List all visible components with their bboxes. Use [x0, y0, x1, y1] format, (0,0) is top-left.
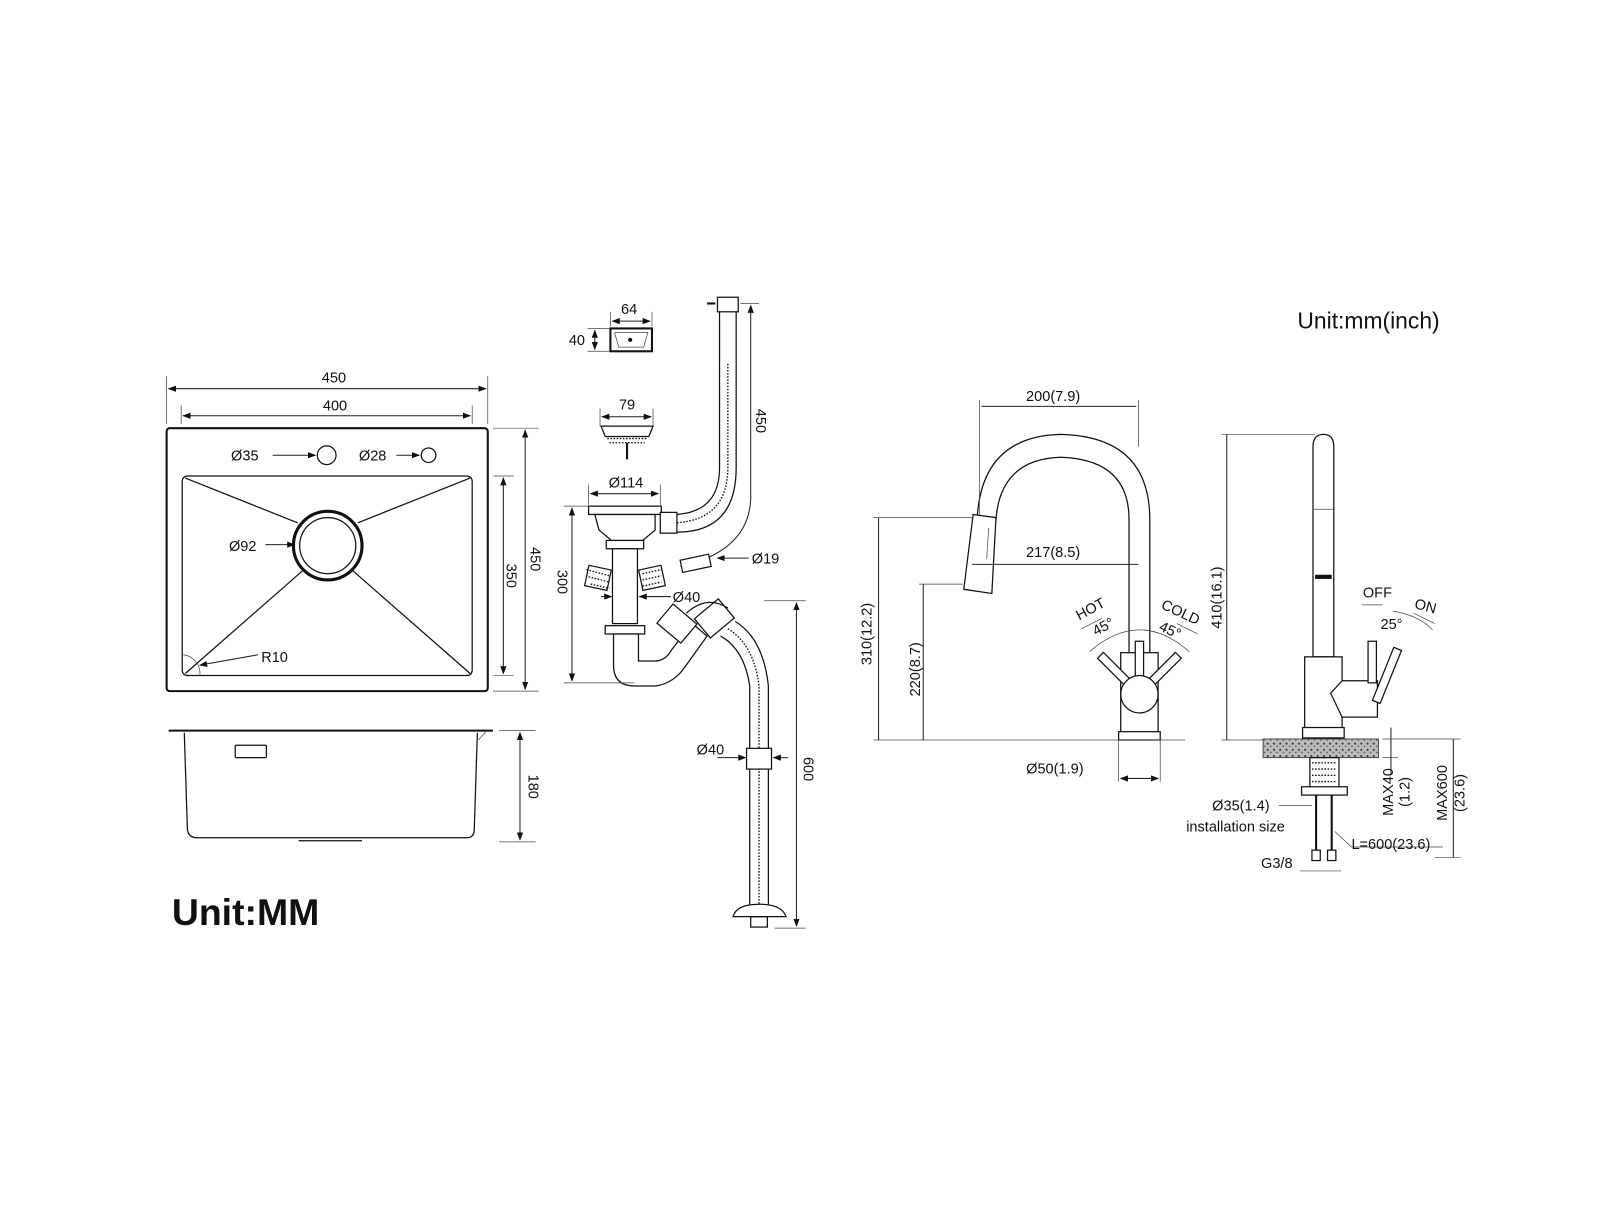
spout-height-label: 220(8.7) [908, 642, 924, 696]
countertop [1262, 738, 1379, 759]
overflow-hose-label: 450 [752, 409, 768, 433]
drain-label: Ø92 [229, 539, 257, 555]
height-label-side: 410(16.1) [1210, 566, 1226, 628]
pipe-dia-label: Ø40 [673, 590, 701, 606]
base-dia-label: Ø50(1.9) [1026, 761, 1083, 777]
faucet-side-view: OFF ON 25° 410(16.1) MAX40 (1.2) MAX600 … [1186, 433, 1469, 872]
height-label: 310(12.2) [859, 603, 875, 665]
cold-angle-label: 45° [1156, 619, 1183, 643]
max600-label: MAX600 [1435, 765, 1451, 821]
height-inner-label: 350 [502, 564, 518, 588]
max40-label: MAX40 [1381, 768, 1397, 816]
flange-dia-label: Ø114 [609, 475, 644, 491]
connector-dia-label: Ø19 [752, 551, 780, 567]
reach-label: 200(7.9) [1026, 389, 1080, 405]
drain-kit: 64 40 79 Ø114 [553, 296, 816, 929]
install-size-label: installation size [1186, 819, 1285, 835]
faucet-front-view: HOT 45° COLD 45° 200(7.9) 217(8.5) 310(1… [859, 389, 1202, 782]
spout-reach-label: 217(8.5) [1026, 545, 1080, 561]
on-label: ON [1413, 596, 1438, 617]
hole-2-label: Ø28 [359, 448, 387, 464]
drain-height-label: 300 [553, 570, 569, 594]
outlet-length-label: 600 [800, 757, 816, 781]
radius-label: R10 [261, 650, 288, 666]
off-label: OFF [1363, 586, 1392, 602]
faucet-hole [316, 445, 337, 466]
sink-side-view: 180 [168, 729, 540, 843]
max40-inch-label: (1.2) [1398, 777, 1414, 807]
overflow-width-label: 64 [621, 302, 637, 318]
depth-label: 180 [524, 775, 540, 799]
unit-label-right: Unit:mm(inch) [1297, 307, 1439, 333]
width-inner-label: 400 [323, 399, 347, 415]
hole-1-label: Ø35 [231, 448, 258, 464]
max600-inch-label: (23.6) [1453, 774, 1469, 812]
soap-hole [420, 447, 437, 464]
lever-angle-label: 25° [1381, 617, 1403, 633]
outlet-dia-label: Ø40 [697, 743, 725, 759]
strainer-dia-label: 79 [619, 397, 635, 413]
sink-top-view: Ø35 Ø28 Ø92 R10 450 400 350 450 [165, 370, 542, 693]
overflow-height-label: 40 [569, 333, 585, 349]
unit-label-left: Unit:MM [172, 891, 319, 933]
width-outer-label: 450 [322, 370, 346, 386]
install-hole-label: Ø35(1.4) [1212, 799, 1269, 815]
height-outer-label: 450 [526, 547, 542, 571]
thread-label: G3/8 [1261, 856, 1293, 872]
hose-length-label: L=600(23.6) [1351, 837, 1430, 853]
